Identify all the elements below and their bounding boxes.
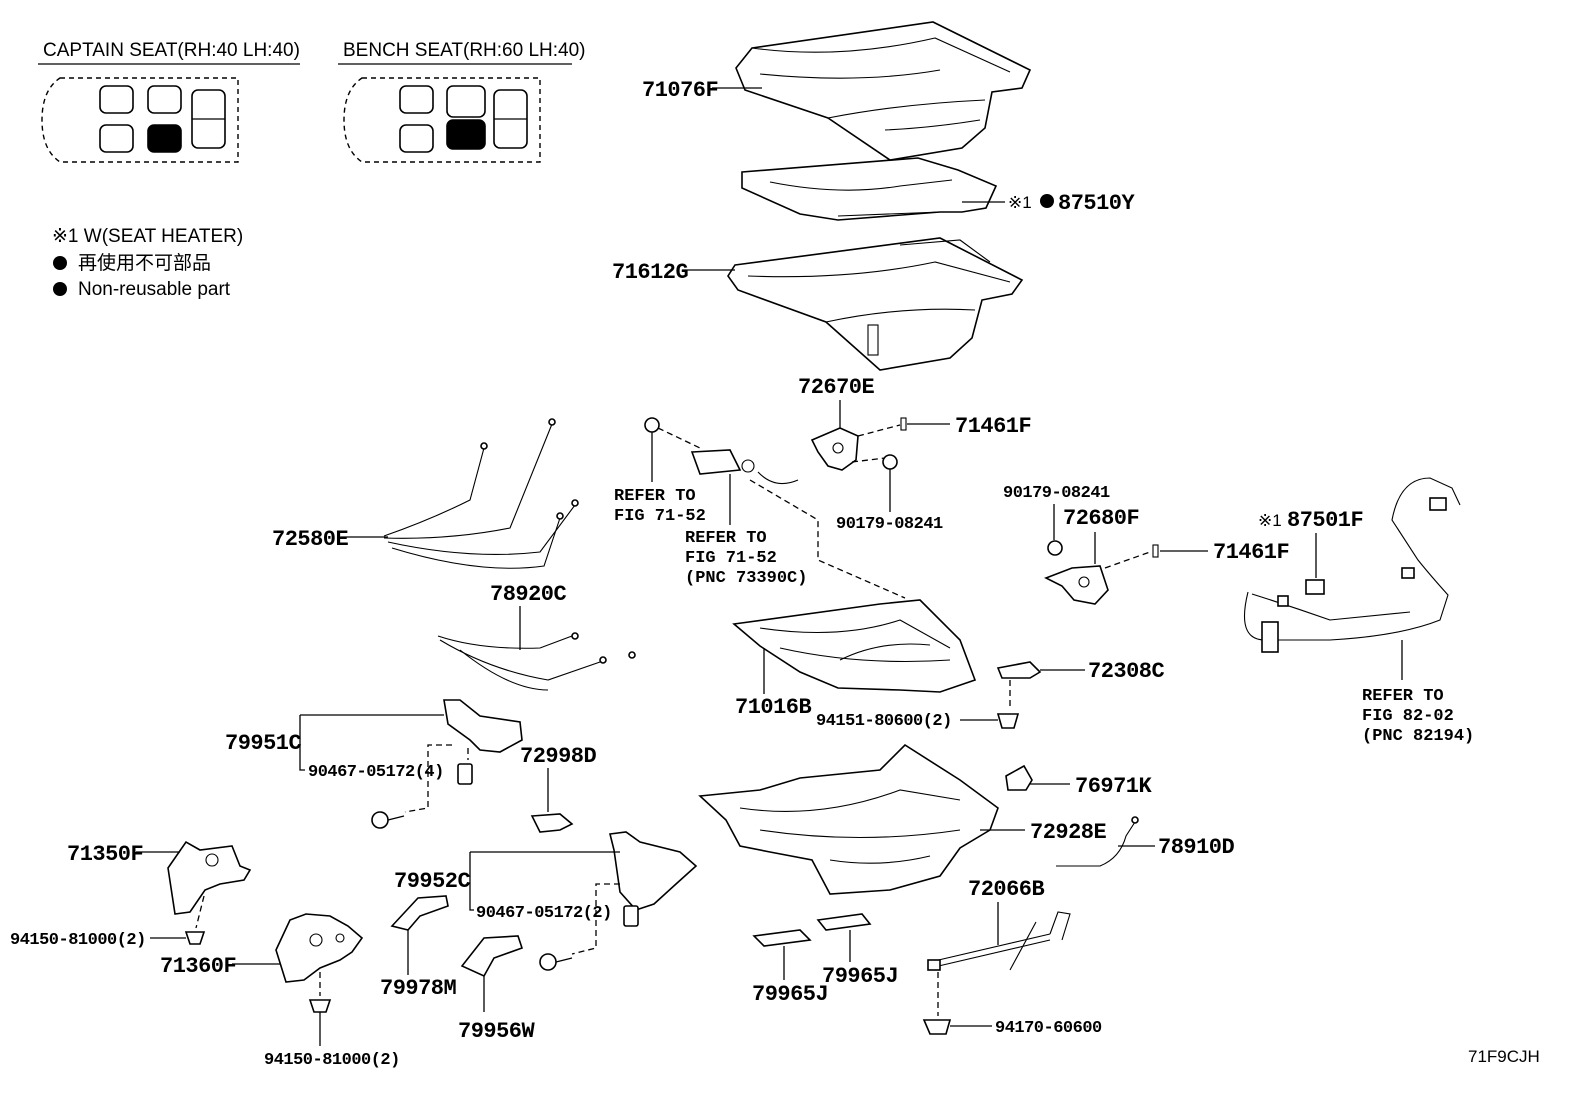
- refer-3-line3: (PNC 82194): [1362, 727, 1474, 746]
- part-label-78910D: 78910D: [1158, 835, 1235, 860]
- part-label-72308C: 72308C: [1088, 659, 1165, 684]
- lever-illustration: [996, 661, 1042, 679]
- refer-3-line2: FIG 82-02: [1362, 707, 1454, 726]
- non-reusable-note-en: Non-reusable part: [78, 279, 231, 300]
- refer-3-line1: REFER TO: [1362, 687, 1444, 706]
- part-label-72670E: 72670E: [798, 375, 875, 400]
- part-label-79952C: 79952C: [394, 869, 471, 894]
- cable-assembly-illustration: [383, 418, 579, 569]
- pin-icon: [900, 417, 907, 431]
- non-reusable-note-jp: 再使用不可部品: [78, 252, 211, 274]
- grommet-icon: [308, 999, 332, 1013]
- bracket-icon: [1005, 764, 1033, 791]
- part-label-79978M: 79978M: [380, 976, 457, 1001]
- seat-cushion-frame-illustration: [732, 599, 977, 693]
- connector-icon: [1305, 579, 1325, 595]
- part-label-87510Y: 87510Y: [1058, 191, 1136, 216]
- part-label-90179-08241-lower: 90179-08241: [1003, 484, 1110, 503]
- part-label-72998D: 72998D: [520, 744, 597, 769]
- part-label-94170-60600: 94170-60600: [995, 1019, 1102, 1038]
- seat-cushion-cover-illustration: [735, 21, 1032, 161]
- part-label-94150-81000-upper: 94150-81000(2): [10, 931, 146, 950]
- part-label-72680F: 72680F: [1063, 506, 1139, 531]
- bench-seat-title: BENCH SEAT(RH:60 LH:40): [343, 40, 586, 61]
- part-label-79965J-right: 79965J: [822, 964, 898, 989]
- side-cover-bracket-illustration: [443, 699, 523, 753]
- part-label-94150-81000-lower: 94150-81000(2): [264, 1051, 400, 1070]
- cable-end-icon: [1131, 816, 1139, 824]
- grommet-icon: [184, 931, 206, 945]
- seat-hinge-illustration: [275, 913, 364, 983]
- clip-icon: [1047, 540, 1063, 556]
- rod-illustration: [927, 911, 1071, 971]
- bench-seat-legend: BENCH SEAT(RH:60 LH:40): [338, 40, 586, 163]
- side-cover-bracket-illustration: [609, 831, 698, 911]
- part-label-94151-80600: 94151-80600(2): [816, 712, 952, 731]
- clip-icon: [623, 905, 639, 927]
- part-label-90179-08241-upper: 90179-08241: [836, 515, 943, 534]
- part-label-72066B: 72066B: [968, 877, 1045, 902]
- captain-seat-title: CAPTAIN SEAT(RH:40 LH:40): [43, 40, 300, 61]
- seat-heater-note: ※1 W(SEAT HEATER): [52, 226, 243, 247]
- cable-assembly-illustration: [437, 632, 636, 691]
- non-reusable-bullet-icon: [53, 256, 67, 270]
- grommet-icon: [644, 417, 660, 433]
- pad-icon: [816, 913, 872, 931]
- part-label-79965J-left: 79965J: [752, 982, 828, 1007]
- bolt-icon: [539, 953, 573, 971]
- refer-1-line1: REFER TO: [614, 487, 696, 506]
- part-label-78920C: 78920C: [490, 582, 567, 607]
- part-label-71612G: 71612G: [612, 260, 689, 285]
- figure-code: 71F9CJH: [1468, 1047, 1540, 1066]
- part-label-71461F-lower: 71461F: [1213, 540, 1289, 565]
- cover-icon: [390, 895, 449, 931]
- captain-seat-legend: CAPTAIN SEAT(RH:40 LH:40): [38, 40, 300, 163]
- seat-heater-illustration: [741, 157, 998, 221]
- part-label-71461F-upper: 71461F: [955, 414, 1031, 439]
- refer-2-line2: FIG 71-52: [685, 549, 777, 568]
- refer-2-line1: REFER TO: [685, 529, 767, 548]
- non-reusable-bullet-icon: [53, 282, 67, 296]
- harness-mark: ※1: [1258, 511, 1282, 530]
- part-label-72928E: 72928E: [1030, 820, 1107, 845]
- seat-hinge-illustration: [167, 840, 252, 915]
- part-label-71350F: 71350F: [67, 842, 143, 867]
- cover-icon: [460, 935, 524, 978]
- part-label-90467-05172-4: 90467-05172(4): [308, 763, 444, 782]
- clip-icon: [882, 454, 898, 470]
- part-label-79951C: 79951C: [225, 731, 302, 756]
- seat-adjuster-bracket-illustration: [1044, 565, 1109, 605]
- seat-adjuster-bracket-illustration: [810, 427, 859, 471]
- grommet-icon: [996, 713, 1020, 729]
- switch-assembly-illustration: [690, 449, 799, 485]
- part-label-72580E: 72580E: [272, 527, 349, 552]
- heater-mark: ※1: [1008, 193, 1032, 212]
- pad-icon: [752, 929, 812, 947]
- bolt-icon: [371, 811, 405, 829]
- non-reusable-mark-icon: [1040, 194, 1054, 208]
- seat-cushion-pad-illustration: [727, 237, 1024, 371]
- seat-cushion-pan-illustration: [698, 743, 999, 895]
- grommet-icon: [922, 1019, 952, 1035]
- cable-illustration: [1056, 821, 1136, 867]
- part-label-87501F: 87501F: [1287, 508, 1363, 533]
- refer-2-line3: (PNC 73390C): [685, 569, 807, 588]
- part-label-71076F: 71076F: [642, 78, 718, 103]
- part-label-71360F: 71360F: [160, 954, 236, 979]
- part-label-76971K: 76971K: [1075, 774, 1153, 799]
- clip-icon: [457, 763, 473, 785]
- refer-1-line2: FIG 71-52: [614, 507, 706, 526]
- part-label-90467-05172-2: 90467-05172(2): [476, 904, 612, 923]
- part-label-79956W: 79956W: [458, 1019, 536, 1044]
- part-label-71016B: 71016B: [735, 695, 812, 720]
- pin-icon: [1152, 544, 1159, 558]
- seat-wire-harness-illustration: [1244, 477, 1461, 653]
- notes: ※1 W(SEAT HEATER) 再使用不可部品 Non-reusable p…: [52, 226, 243, 300]
- bracket-icon: [530, 813, 574, 833]
